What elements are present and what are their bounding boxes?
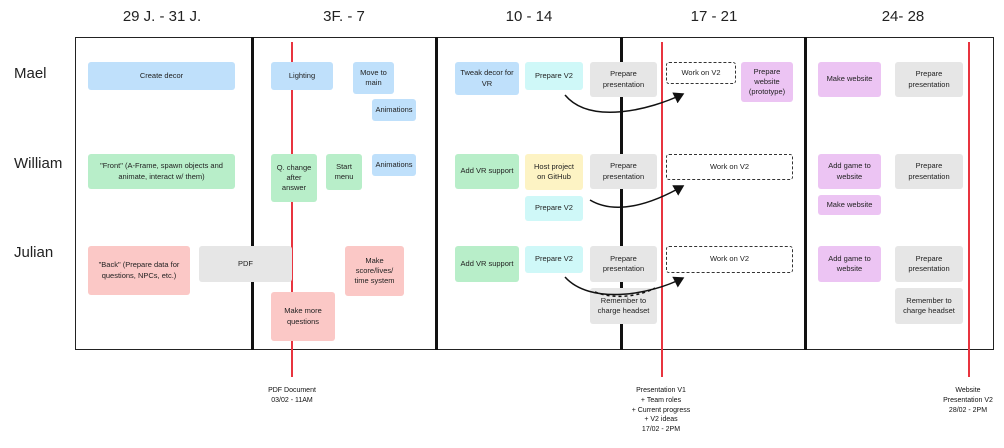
- schedule-frame: [75, 37, 994, 350]
- card-mael-make-website[interactable]: Make website: [818, 62, 881, 97]
- card-william-work-on-v2[interactable]: Work on V2: [666, 154, 793, 180]
- card-mael-prepare-v2[interactable]: Prepare V2: [525, 62, 583, 90]
- card-julian-add-vr-support[interactable]: Add VR support: [455, 246, 519, 282]
- card-julian-back[interactable]: "Back" (Prepare data for questions, NPCs…: [88, 246, 190, 295]
- milestone-line-website: [968, 42, 970, 377]
- arrow-julian-to-work-v2: [564, 276, 685, 296]
- milestone-pdf-line-2: 03/02 - 11AM: [271, 396, 313, 404]
- card-mael-animations[interactable]: Animations: [372, 99, 416, 121]
- week-divider-4: [804, 37, 807, 350]
- milestone-note-pdf: PDF Document 03/02 - 11AM: [237, 386, 347, 406]
- milestone-v1-line-3: + Current progress: [631, 406, 691, 414]
- card-william-q-change[interactable]: Q. change after answer: [271, 154, 317, 202]
- card-julian-pdf[interactable]: PDF: [199, 246, 292, 282]
- column-header-week-4: 17 - 21: [690, 8, 738, 25]
- milestone-note-website: Website Presentation V2 28/02 - 2PM: [913, 386, 1004, 415]
- card-william-start-menu[interactable]: Start menu: [326, 154, 362, 190]
- card-william-front[interactable]: "Front" (A-Frame, spawn objects and anim…: [88, 154, 235, 189]
- card-mael-lighting[interactable]: Lighting: [271, 62, 333, 90]
- card-julian-work-on-v2[interactable]: Work on V2: [666, 246, 793, 273]
- milestone-v1-line-2: + Team roles: [640, 396, 682, 404]
- card-william-animations[interactable]: Animations: [372, 154, 416, 176]
- week-divider-2: [435, 37, 438, 350]
- card-william-prepare-presentation[interactable]: Prepare presentation: [590, 154, 657, 189]
- milestone-line-pdf: [291, 42, 293, 377]
- card-mael-move-to-main[interactable]: Move to main: [353, 62, 394, 94]
- card-julian-remember-charge-2[interactable]: Remember to charge headset: [895, 288, 963, 324]
- milestone-pdf-line-1: PDF Document: [268, 387, 316, 394]
- card-william-host-project[interactable]: Host project on GitHub: [525, 154, 583, 190]
- card-julian-add-game[interactable]: Add game to website: [818, 246, 881, 282]
- column-header-week-5: 24- 28: [881, 8, 925, 25]
- column-header-week-3: 10 - 14: [505, 8, 553, 25]
- arrow-julian-dashed: [594, 287, 656, 298]
- milestone-website-line-3: 28/02 - 2PM: [948, 406, 988, 414]
- card-mael-prepare-presentation[interactable]: Prepare presentation: [590, 62, 657, 97]
- row-header-julian: Julian: [14, 244, 54, 261]
- week-divider-3: [620, 37, 623, 350]
- card-julian-make-more-questions[interactable]: Make more questions: [271, 292, 335, 341]
- card-william-make-website[interactable]: Make website: [818, 195, 881, 215]
- milestone-website-line-1: Website: [955, 387, 981, 394]
- card-julian-prepare-presentation[interactable]: Prepare presentation: [590, 246, 657, 282]
- card-mael-create-decor[interactable]: Create decor: [88, 62, 235, 90]
- card-julian-make-score[interactable]: Make score/lives/ time system: [345, 246, 404, 296]
- card-mael-work-on-v2[interactable]: Work on V2: [666, 62, 736, 84]
- card-mael-prepare-website[interactable]: Prepare website (prototype): [741, 62, 793, 102]
- card-mael-prepare-presentation-2[interactable]: Prepare presentation: [895, 62, 963, 97]
- card-mael-tweak-decor[interactable]: Tweak decor for VR: [455, 62, 519, 95]
- card-william-prepare-presentation-2[interactable]: Prepare presentation: [895, 154, 963, 189]
- column-header-week-2: 3F. - 7: [323, 8, 365, 25]
- milestone-note-presentation-v1: Presentation V1 + Team roles + Current p…: [606, 386, 716, 435]
- week-divider-1: [251, 37, 254, 350]
- card-julian-prepare-presentation-2[interactable]: Prepare presentation: [895, 246, 963, 282]
- row-header-william: William: [14, 155, 63, 172]
- column-header-week-1: 29 J. - 31 J.: [122, 8, 202, 25]
- milestone-v1-line-5: 17/02 - 2PM: [641, 426, 681, 434]
- milestone-v1-line-4: + V2 ideas: [644, 416, 678, 424]
- card-william-add-game[interactable]: Add game to website: [818, 154, 881, 189]
- row-header-mael: Mael: [14, 65, 47, 82]
- arrow-william-to-work-v2: [589, 185, 685, 208]
- milestone-line-presentation-v1: [661, 42, 663, 377]
- card-julian-prepare-v2[interactable]: Prepare V2: [525, 246, 583, 273]
- card-william-prepare-v2[interactable]: Prepare V2: [525, 196, 583, 221]
- card-william-add-vr-support[interactable]: Add VR support: [455, 154, 519, 189]
- milestone-website-line-2: Presentation V2: [943, 396, 993, 404]
- arrow-mael-to-work-v2: [564, 92, 685, 113]
- milestone-v1-line-1: Presentation V1: [636, 387, 686, 394]
